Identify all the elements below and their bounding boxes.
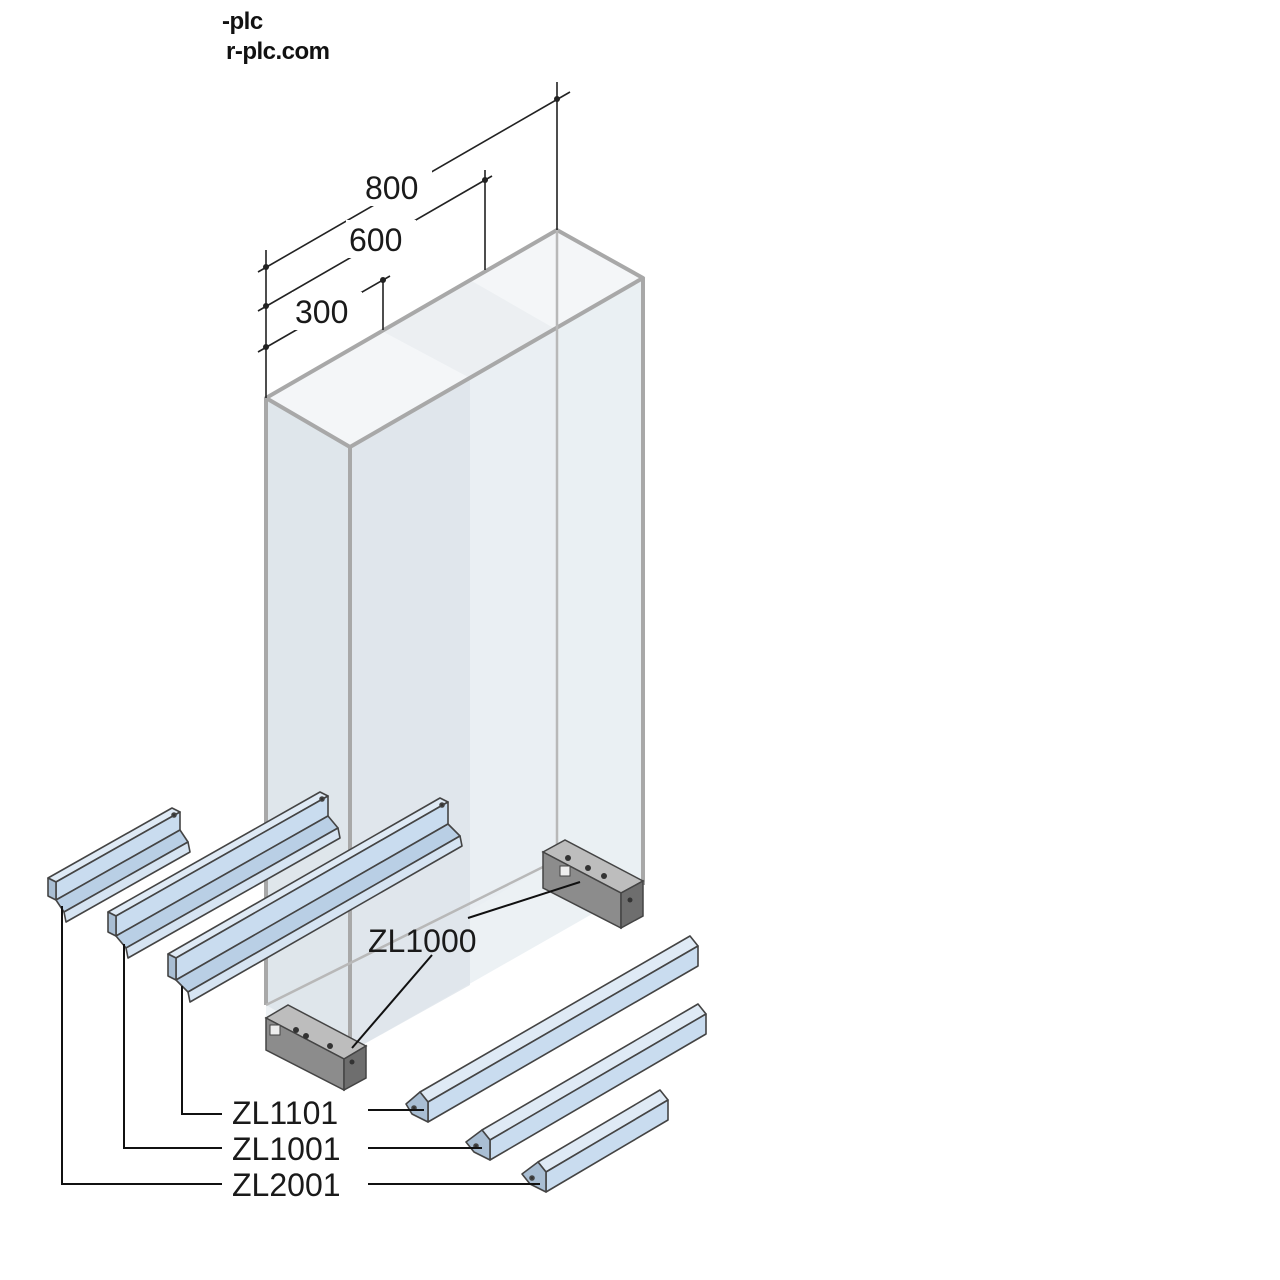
leader-lines	[61, 881, 581, 1185]
dimension-300: 300	[295, 294, 348, 330]
dimension-800: 800	[365, 170, 418, 206]
plinth-corner-front	[264, 1004, 368, 1092]
dimension-600: 600	[349, 222, 402, 258]
label-zl2001: ZL2001	[232, 1167, 341, 1203]
rail-zl2001-right	[521, 1089, 669, 1193]
label-zl1000: ZL1000	[368, 923, 477, 959]
label-zl1101: ZL1101	[232, 1095, 338, 1131]
rail-zl1101-right	[405, 935, 699, 1123]
rail-zl1101-left	[167, 797, 463, 1003]
label-zl1001: ZL1001	[232, 1131, 341, 1167]
rail-zl2001-left	[47, 807, 191, 923]
watermark-line-2: r-plc.com	[226, 38, 330, 65]
dimension-ticks	[263, 96, 560, 350]
plinth-corner-rear	[541, 839, 645, 930]
rail-zl1001-left	[107, 791, 341, 959]
watermark-line-1: -plc	[222, 8, 263, 35]
